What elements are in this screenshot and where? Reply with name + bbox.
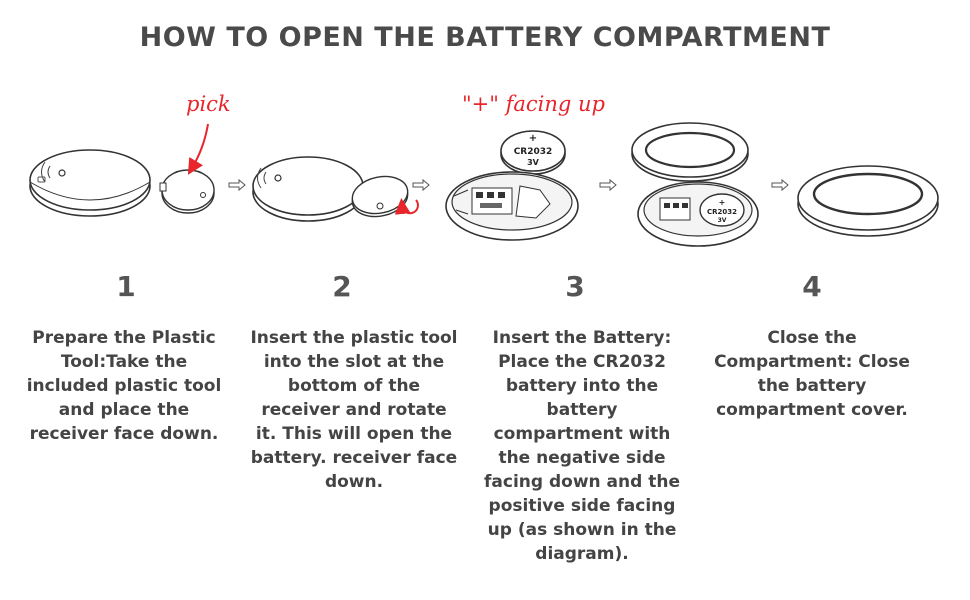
step-arrow-2 — [412, 178, 430, 192]
step-1-receiver — [29, 149, 151, 217]
battery-plus-label-2: + — [719, 198, 726, 207]
step-4-compartment-with-battery: + CR2032 3V — [637, 181, 759, 247]
step-2-text: Insert the plastic tool into the slot at… — [250, 328, 458, 492]
step-arrow-4 — [771, 178, 789, 192]
pick-annotation: pick — [186, 92, 231, 116]
step-3-battery: + CR2032 3V — [500, 130, 566, 175]
battery-model-label: CR2032 — [514, 147, 553, 157]
step-1-number: 1 — [116, 270, 136, 303]
step-2-number: 2 — [332, 270, 352, 303]
pick-arrow — [187, 123, 209, 175]
step-4-cover-lifted — [631, 122, 749, 182]
step-4-number: 4 — [802, 270, 822, 303]
step-4-closed-receiver — [797, 165, 939, 237]
step-3-open-compartment — [445, 171, 579, 241]
step-2-tool-inserted — [351, 175, 409, 218]
facing-up-annotation: "+" facing up — [462, 92, 605, 116]
battery-voltage-label: 3V — [527, 158, 540, 167]
battery-model-label-2: CR2032 — [707, 208, 737, 216]
rotate-arrow — [394, 198, 419, 215]
battery-voltage-label-2: 3V — [718, 217, 727, 224]
step-3-text: Insert the Battery: Place the CR2032 bat… — [484, 328, 680, 564]
step-arrow-3 — [599, 178, 617, 192]
step-1-plastic-tool — [159, 169, 215, 214]
step-4-text: Close the Compartment: Close the battery… — [714, 328, 910, 420]
illustration: + CR2032 3V + CR2032 3V — [29, 122, 939, 247]
page-title: HOW TO OPEN THE BATTERY COMPARTMENT — [139, 22, 831, 53]
step-2-receiver — [252, 156, 364, 222]
step-arrow-1 — [228, 178, 246, 192]
step-3-number: 3 — [565, 270, 585, 303]
step-1-text: Prepare the Plastic Tool:Take the includ… — [26, 328, 222, 444]
battery-plus-label: + — [529, 133, 537, 144]
